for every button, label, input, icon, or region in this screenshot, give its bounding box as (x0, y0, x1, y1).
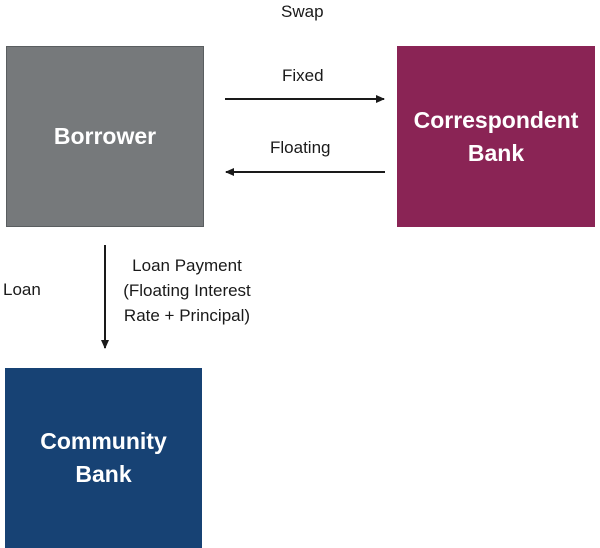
correspondent-bank-label-line2: Bank (467, 139, 525, 166)
floating-label: Floating (270, 138, 331, 157)
swap-label: Swap (281, 2, 324, 21)
fixed-label: Fixed (282, 66, 324, 85)
loan-label: Loan (3, 280, 41, 299)
community-bank-label-line2: Bank (75, 461, 132, 487)
community-bank-label-line1: Community (40, 428, 167, 454)
correspondent-bank-node: Correspondent Bank (397, 46, 595, 227)
borrower-node: Borrower (6, 46, 204, 227)
loan-payment-label: Loan Payment (Floating Interest Rate + P… (123, 256, 251, 325)
borrower-label: Borrower (53, 123, 157, 149)
correspondent-bank-label-line1: Correspondent (413, 106, 579, 133)
community-bank-node: Community Bank (5, 368, 202, 548)
